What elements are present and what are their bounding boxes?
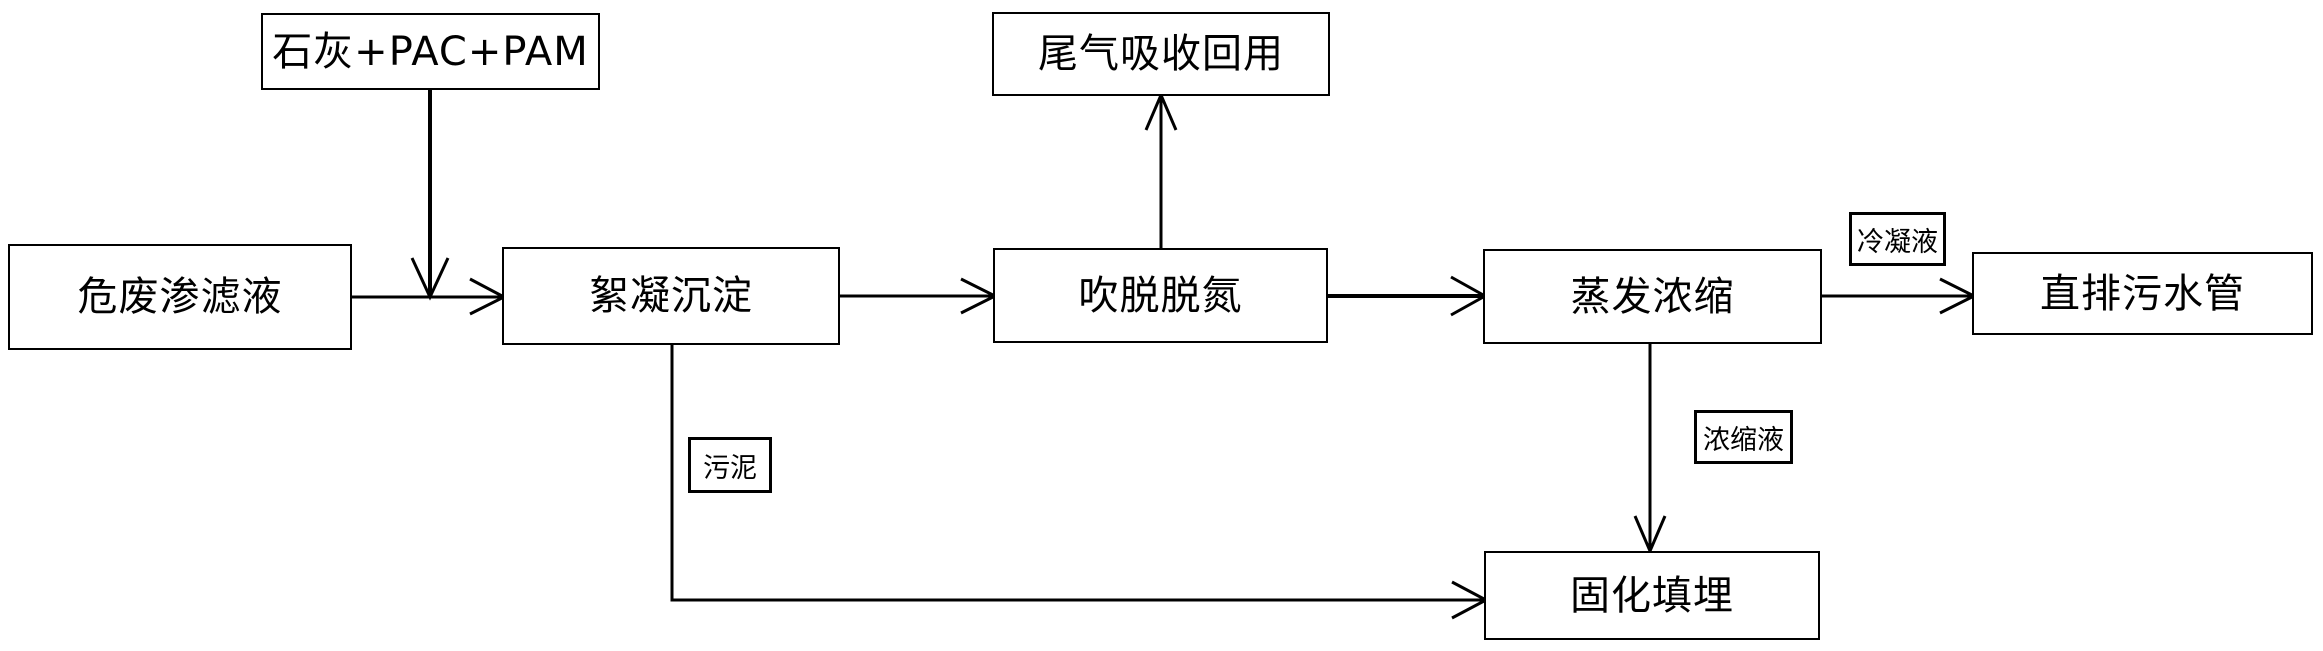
node-evaporation[interactable]: 蒸发浓缩 bbox=[1483, 249, 1822, 344]
node-discharge-pipe-label: 直排污水管 bbox=[2040, 270, 2245, 317]
edge-label-condensate-text: 冷凝液 bbox=[1857, 226, 1938, 258]
edge-label-concentrate: 浓缩液 bbox=[1694, 410, 1793, 464]
edge-flocculation-to-landfill bbox=[670, 345, 1484, 602]
node-solidification-landfill-label: 固化填埋 bbox=[1570, 572, 1734, 619]
node-flocculation-label: 絮凝沉淀 bbox=[589, 273, 753, 319]
node-air-stripping[interactable]: 吹脱脱氮 bbox=[993, 248, 1328, 343]
node-reagents[interactable]: 石灰+PAC+PAM bbox=[261, 13, 600, 90]
edge-label-concentrate-text: 浓缩液 bbox=[1703, 424, 1784, 456]
edge-label-sludge: 污泥 bbox=[688, 437, 772, 493]
node-discharge-pipe[interactable]: 直排污水管 bbox=[1972, 252, 2313, 335]
node-evaporation-label: 蒸发浓缩 bbox=[1570, 273, 1735, 320]
edge-label-sludge-text: 污泥 bbox=[703, 452, 757, 484]
node-air-stripping-label: 吹脱脱氮 bbox=[1078, 272, 1243, 319]
node-leachate-label: 危废渗滤液 bbox=[77, 274, 283, 320]
edge-label-condensate: 冷凝液 bbox=[1849, 212, 1946, 266]
node-flocculation[interactable]: 絮凝沉淀 bbox=[502, 247, 840, 345]
node-solidification-landfill[interactable]: 固化填埋 bbox=[1484, 551, 1820, 640]
node-reagents-label: 石灰+PAC+PAM bbox=[272, 28, 589, 75]
node-leachate[interactable]: 危废渗滤液 bbox=[8, 244, 352, 350]
node-offgas-recovery-label: 尾气吸收回用 bbox=[1038, 31, 1284, 77]
node-offgas-recovery[interactable]: 尾气吸收回用 bbox=[992, 12, 1330, 96]
arrowhead-reagents-to-flocculation bbox=[410, 257, 450, 301]
